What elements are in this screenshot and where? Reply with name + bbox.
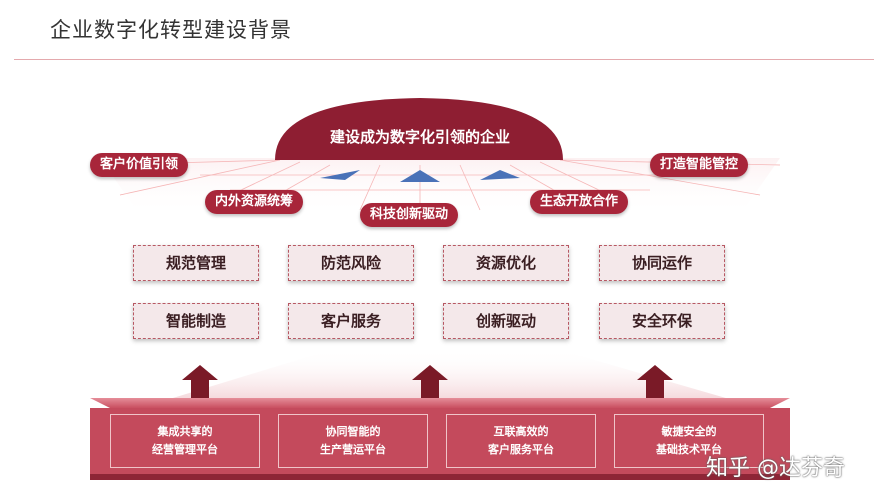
goal-box: 防范风险 (288, 245, 414, 281)
goal-box: 客户服务 (288, 303, 414, 339)
pill-ecosystem: 生态开放合作 (530, 190, 629, 214)
goal-box: 创新驱动 (443, 303, 569, 339)
up-arrow-icon (412, 365, 448, 400)
up-arrow-icon (637, 365, 673, 400)
platform-card: 集成共享的 经营管理平台 (110, 414, 260, 468)
up-arrow-icon (182, 365, 218, 400)
platform-card: 敏捷安全的 基础技术平台 (614, 414, 764, 468)
platform-line2: 客户服务平台 (488, 443, 554, 456)
platform-front (90, 408, 790, 474)
title-divider (14, 59, 874, 60)
upward-glow (150, 350, 750, 405)
pill-internal-external: 内外资源统筹 (205, 190, 304, 214)
pill-smart-control: 打造智能管控 (650, 153, 749, 177)
up-arrows (182, 365, 673, 400)
platform-line1: 协同智能的 (325, 425, 381, 438)
platform-shadow (90, 474, 790, 480)
platform-line1: 互联高效的 (493, 425, 549, 438)
goal-box: 安全环保 (599, 303, 725, 339)
goal-box: 规范管理 (133, 245, 259, 281)
platform-top (90, 398, 790, 408)
platform-line1: 敏捷安全的 (661, 425, 717, 438)
blue-arrow-accents (320, 170, 520, 182)
platform-card: 互联高效的 客户服务平台 (446, 414, 596, 468)
watermark: 知乎 @达芬奇 (706, 456, 845, 481)
goal-box: 资源优化 (443, 245, 569, 281)
dome-label: 建设成为数字化引领的企业 (329, 128, 510, 146)
pill-customer-value: 客户价值引领 (90, 153, 189, 177)
platform-line2: 生产营运平台 (320, 443, 386, 456)
platform-line2: 经营管理平台 (152, 443, 218, 456)
page-title: 企业数字化转型建设背景 (50, 18, 292, 42)
platform-card: 协同智能的 生产营运平台 (278, 414, 428, 468)
goal-box: 协同运作 (599, 245, 725, 281)
platform-line2: 基础技术平台 (656, 443, 722, 456)
goal-box: 智能制造 (133, 303, 259, 339)
pill-tech-innovation: 科技创新驱动 (360, 203, 459, 227)
dome-shape (275, 98, 563, 160)
platform-line1: 集成共享的 (157, 425, 213, 438)
